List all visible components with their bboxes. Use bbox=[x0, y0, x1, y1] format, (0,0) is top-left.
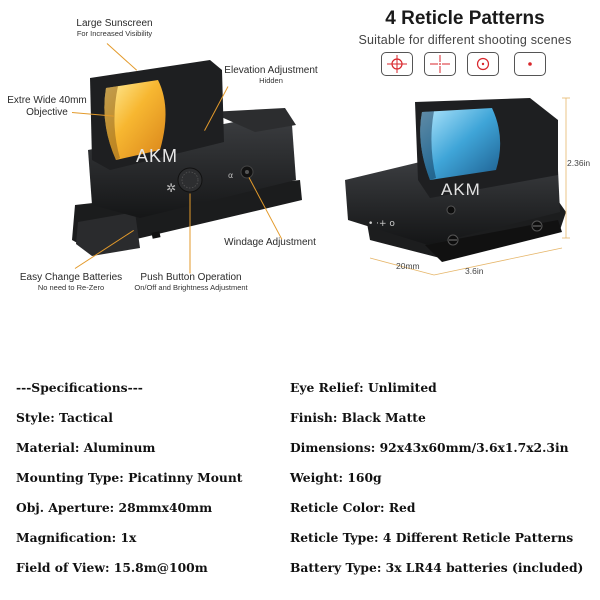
brand-mark-right: AKM bbox=[441, 180, 481, 199]
spec-magnification: Magnification: 1x bbox=[16, 530, 137, 545]
reticle-patterns-title: 4 Reticle Patterns bbox=[385, 8, 545, 29]
reticle-patterns-subtitle: Suitable for different shooting scenes bbox=[358, 33, 572, 47]
brand-mark-left: AKM bbox=[136, 146, 179, 166]
product-illustration-left: ✲ α AKM Large Sunscreen For Increased Vi… bbox=[0, 0, 340, 310]
spec-eye-relief: Eye Relief: Unlimited bbox=[290, 380, 437, 395]
dot-icon bbox=[514, 52, 546, 76]
spec-mounting-type: Mounting Type: Picatinny Mount bbox=[16, 470, 243, 485]
spec-field-of-view: Field of View: 15.8m@100m bbox=[16, 560, 208, 575]
crosshair-circle-icon bbox=[381, 52, 413, 76]
spec-material: Material: Aluminum bbox=[16, 440, 156, 455]
spec-finish: Finish: Black Matte bbox=[290, 410, 426, 425]
feature-push-button: Push Button Operation On/Off and Brightn… bbox=[134, 272, 248, 292]
dimension-length: 3.6in bbox=[465, 266, 484, 276]
crosshair-icon bbox=[424, 52, 456, 76]
leader-line-push-button bbox=[189, 193, 191, 274]
svg-text:α: α bbox=[228, 171, 233, 180]
dimension-width: 20mm bbox=[396, 261, 420, 271]
red-dot-sight-front-view: • ·+ o bbox=[345, 97, 570, 276]
dimension-height: 2.36in bbox=[567, 158, 591, 168]
spec-weight: Weight: 160g bbox=[290, 470, 382, 485]
feature-sunscreen: Large Sunscreen For Increased Visibility bbox=[76, 18, 153, 38]
spec-dimensions: Dimensions: 92x43x60mm/3.6x1.7x2.3in bbox=[290, 440, 569, 455]
spec-style: Style: Tactical bbox=[16, 410, 113, 425]
product-illustration-right: • ·+ o AKM 2.36in 20mm 3.6in bbox=[330, 80, 600, 290]
feature-objective: Extre Wide 40mm Objective bbox=[7, 95, 87, 118]
feature-windage: Windage Adjustment bbox=[224, 237, 316, 248]
spec-obj-aperture: Obj. Aperture: 28mmx40mm bbox=[16, 500, 213, 515]
spec-reticle-type: Reticle Type: 4 Different Reticle Patter… bbox=[290, 530, 574, 545]
svg-text:• ·+ o: • ·+ o bbox=[368, 219, 395, 229]
spec-reticle-color: Reticle Color: Red bbox=[290, 500, 416, 515]
svg-text:✲: ✲ bbox=[166, 181, 176, 195]
feature-elevation: Elevation Adjustment Hidden bbox=[224, 65, 318, 85]
circle-dot-icon bbox=[467, 52, 499, 76]
spec-battery-type: Battery Type: 3x LR44 batteries (include… bbox=[290, 560, 584, 575]
feature-batteries: Easy Change Batteries No need to Re-Zero bbox=[19, 272, 123, 292]
specs-header: ---Specifications--- bbox=[16, 380, 143, 395]
